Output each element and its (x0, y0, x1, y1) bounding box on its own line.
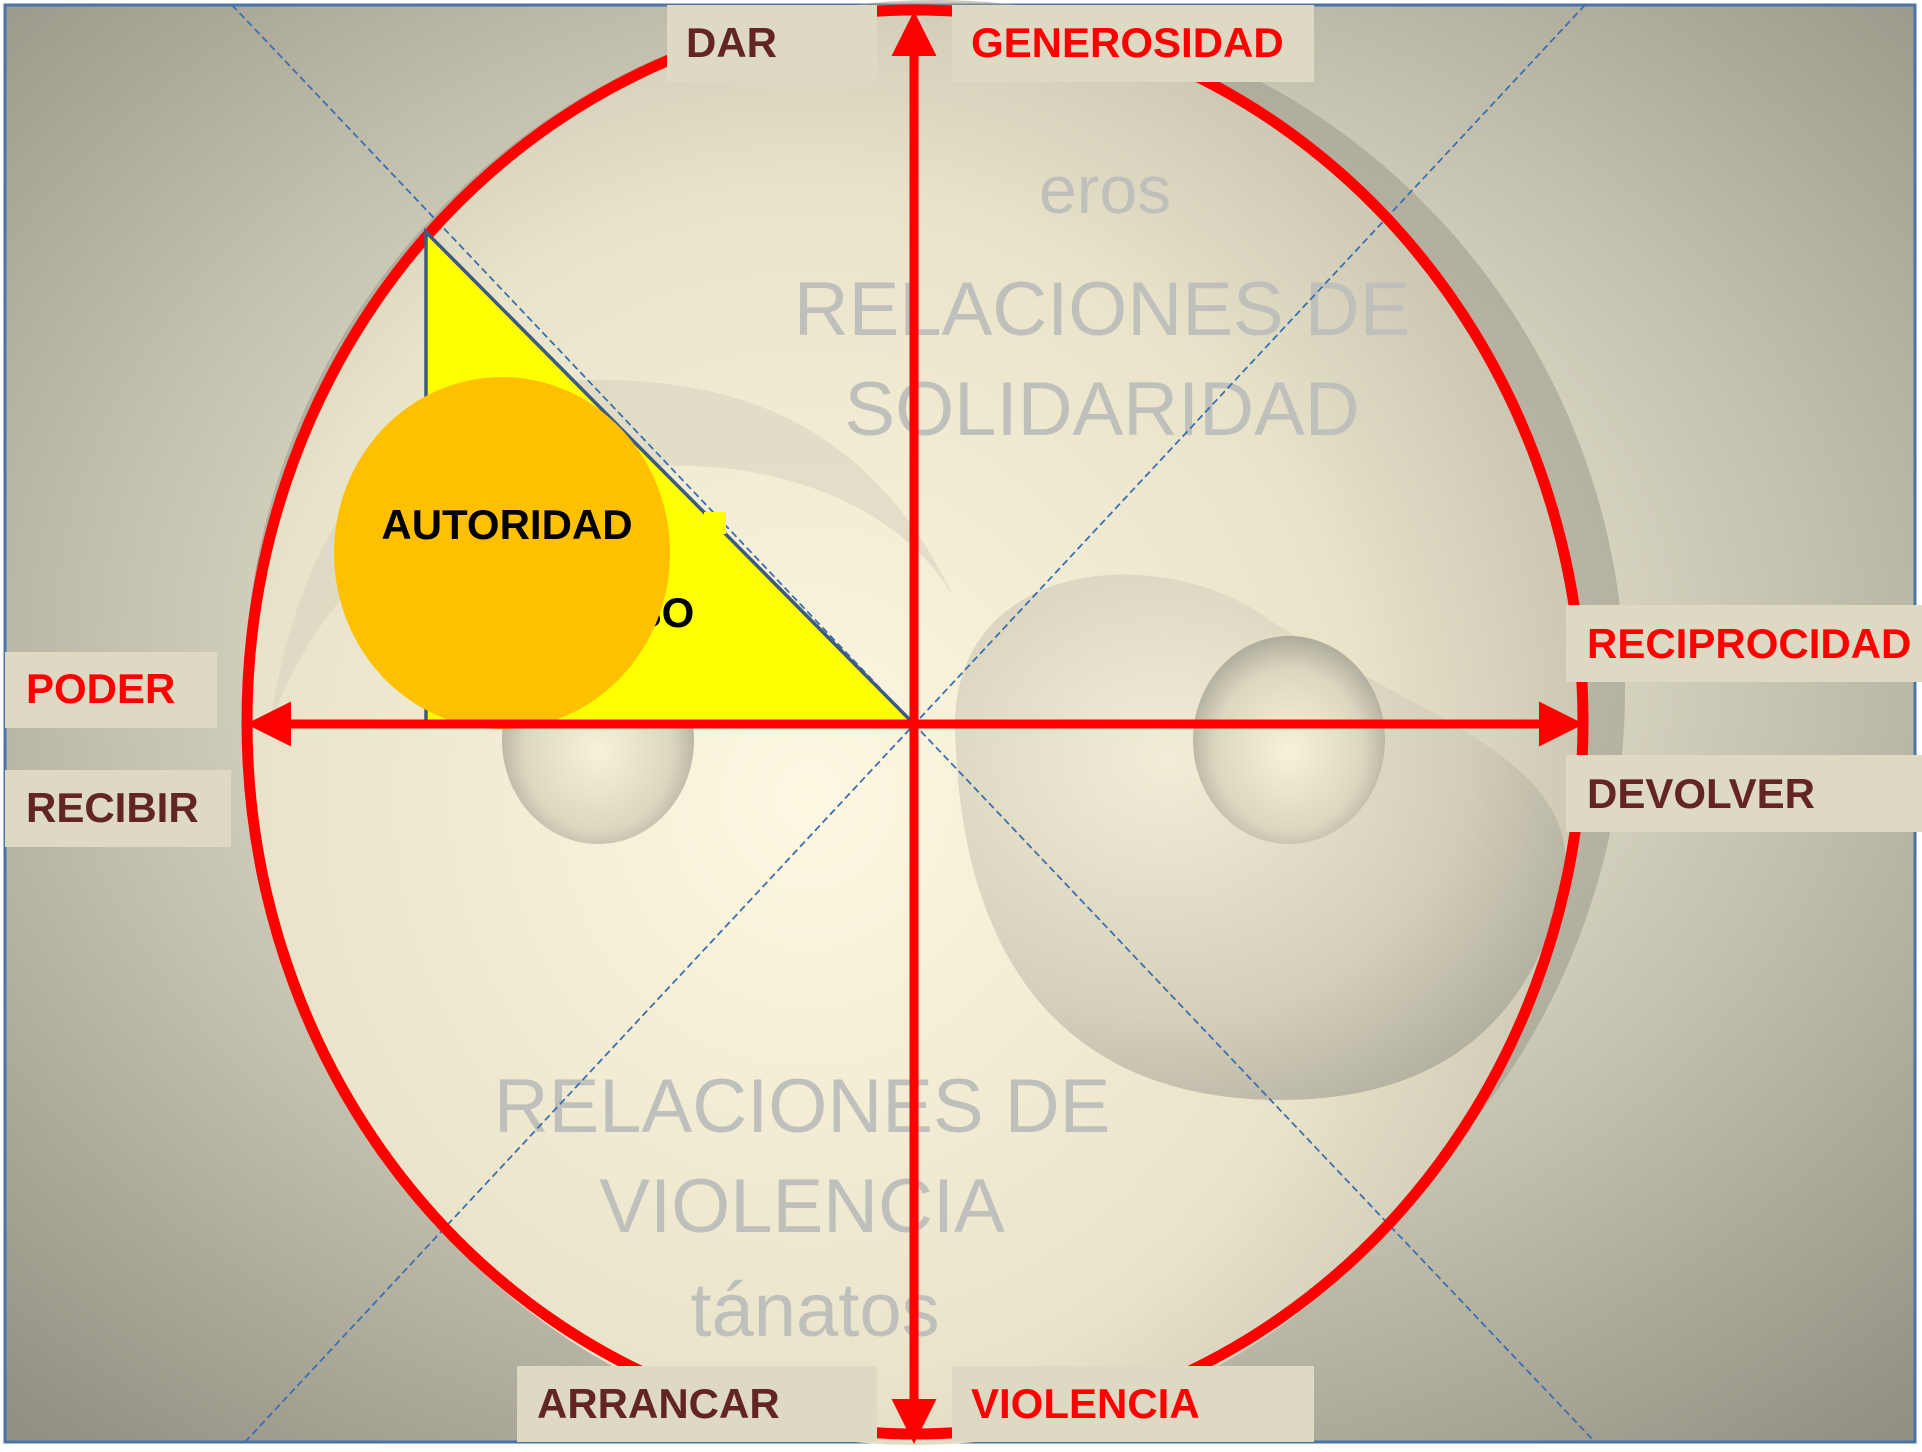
label-dar-box: DAR (667, 5, 877, 82)
label-generosidad: GENEROSIDAD (971, 19, 1284, 66)
autoridad-label: AUTORIDAD (381, 501, 632, 548)
label-reciprocidad-box: RECIPROCIDAD (1566, 605, 1922, 682)
label-recibir: RECIBIR (26, 784, 199, 831)
label-poder-box: PODER (5, 652, 217, 728)
label-violencia: VIOLENCIA (971, 1380, 1200, 1427)
watermark-tanatos: tánatos (690, 1268, 939, 1353)
watermark-solidaridad-2: SOLIDARIDAD (844, 367, 1359, 452)
watermark-eros: eros (1039, 152, 1171, 228)
eye-dot-right (1193, 636, 1385, 844)
label-recibir-box: RECIBIR (5, 770, 231, 847)
label-poder: PODER (26, 665, 175, 712)
autoridad-circle (334, 377, 670, 729)
label-arrancar-box: ARRANCAR (517, 1366, 877, 1442)
watermark-solidaridad-1: RELACIONES DE (794, 267, 1411, 352)
label-violencia-box: VIOLENCIA (952, 1366, 1314, 1442)
label-devolver-box: DEVOLVER (1566, 755, 1922, 832)
label-generosidad-box: GENEROSIDAD (952, 5, 1314, 82)
label-reciprocidad: RECIPROCIDAD (1587, 620, 1911, 667)
watermark-violencia-1: RELACIONES DE (494, 1064, 1111, 1149)
label-arrancar: ARRANCAR (537, 1380, 780, 1427)
triangle-notch (704, 512, 726, 534)
watermark-violencia-2: VIOLENCIA (599, 1164, 1005, 1249)
label-dar: DAR (686, 19, 777, 66)
label-devolver: DEVOLVER (1587, 770, 1815, 817)
